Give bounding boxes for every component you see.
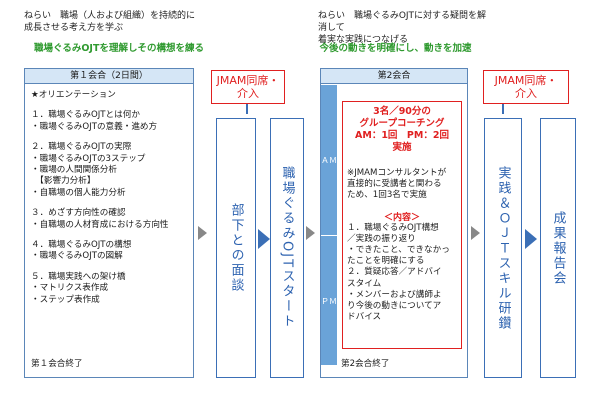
- left-item: [31, 133, 187, 142]
- coaching-title-1: 3名／90分の: [373, 106, 431, 117]
- coaching-title-4: 実施: [392, 142, 412, 153]
- coaching-title-3: AM：1回 PM：2回: [355, 130, 449, 141]
- left-item: １．職場ぐるみOJTとは何か: [31, 110, 140, 121]
- left-session-panel: 第１会合（2日間） ★オリエンテーション １．職場ぐるみOJTとは何か・職場ぐるみ…: [24, 68, 194, 378]
- triangle-arrow-icon: [306, 226, 315, 240]
- pm-label: ＰＭ: [321, 235, 337, 365]
- vbox-jissen: 実践＆ＯＪＴスキル研鑽: [484, 118, 522, 378]
- left-item: ★オリエンテーション: [31, 90, 116, 100]
- vbox-buka-text: 部下との面談: [228, 203, 244, 293]
- content-line: ・できたこと、できなかっ: [347, 245, 450, 256]
- center-end-label: 第2会合終了: [341, 359, 390, 369]
- jmam-box-1-line2: 介入: [237, 87, 259, 100]
- note-line: 直接的に受講者と関わる: [347, 179, 442, 190]
- left-item: ４．職場ぐるみOJTの構想: [31, 240, 132, 251]
- content-line: スタイム: [347, 278, 382, 289]
- jmam-box-2-line2: 介入: [515, 87, 537, 100]
- center-green-banner: 今後の動きを明確にし、動きを加速: [319, 43, 472, 54]
- content-line: ２．質疑応答／アドバイ: [347, 267, 442, 278]
- right-arrow-icon: [258, 229, 270, 249]
- am-label: ＡＭ: [321, 85, 337, 235]
- left-item: ・自職場の人材育成における方向性: [31, 219, 169, 230]
- center-panel-title: 第2会合: [321, 69, 467, 84]
- jmam-box-1: JMAM同席・ 介入: [211, 70, 285, 104]
- left-item: ・職場ぐるみOJTの3ステップ: [31, 153, 146, 164]
- content-line: ・メンバーおよび講師よ: [347, 289, 442, 300]
- note-line: ため、1回3名で実施: [347, 190, 427, 201]
- vbox-ojt-start-text: 職場ぐるみOJTスタート: [279, 166, 295, 330]
- center-aim-line2: 着実な実践につなげる: [318, 35, 409, 45]
- center-session-panel: 第2会合 ＡＭ ＰＭ 3名／90分の グループコーチング AM：1回 PM：2回…: [320, 68, 468, 378]
- left-item: ・職場の人間関係分析: [31, 165, 117, 176]
- triangle-arrow-icon: [198, 226, 207, 240]
- center-aim-line1: ねらい 職場ぐるみOJTに対する疑問を解消して: [318, 11, 487, 33]
- content-line: たことを明確にする: [347, 256, 425, 267]
- left-item: ・職場ぐるみOJTの意義・進め方: [31, 121, 158, 132]
- jmam-box-2: JMAM同席・ 介入: [483, 70, 569, 104]
- left-item: ３．めざす方向性の確認: [31, 208, 126, 219]
- coaching-content: １．職場ぐるみOJT構想／実践の振り返り・できたこと、できなかったことを明確にす…: [343, 223, 461, 324]
- left-aim: ねらい 職場（人および組織）を持続的に 成長させる考え方を学ぶ: [24, 10, 214, 34]
- left-item: [31, 263, 187, 272]
- down-arrow-icon: [502, 104, 504, 114]
- left-green-banner: 職場ぐるみOJTを理解しその構想を練る: [34, 43, 204, 54]
- left-item: ５．職場実践への架け橋: [31, 271, 126, 282]
- content-heading: ＜内容＞: [383, 212, 420, 223]
- left-item: ２．職場ぐるみOJTの実際: [31, 142, 132, 153]
- left-panel-title: 第１会合（2日間）: [25, 69, 193, 84]
- content-line: １．職場ぐるみOJT構想: [347, 222, 439, 233]
- left-item: [31, 199, 187, 208]
- right-arrow-icon: [525, 229, 537, 249]
- content-line: ドバイス: [347, 312, 382, 323]
- vbox-jissen-text: 実践＆ＯＪＴスキル研鑽: [495, 165, 511, 331]
- left-end-label: 第１会合終了: [31, 359, 83, 369]
- jmam-box-1-line1: JMAM同席・: [216, 74, 280, 87]
- left-item: ・職場ぐるみOJTの図解: [31, 251, 123, 262]
- content-line: ／実践の振り返り: [347, 233, 416, 244]
- vbox-buka-mendan: 部下との面談: [216, 118, 256, 378]
- left-item: [31, 231, 187, 240]
- left-aim-line2: 成長させる考え方を学ぶ: [24, 23, 124, 33]
- coaching-box: 3名／90分の グループコーチング AM：1回 PM：2回 実施 ※JMAMコン…: [342, 101, 462, 349]
- center-aim: ねらい 職場ぐるみOJTに対する疑問を解消して 着実な実践につなげる: [318, 10, 488, 46]
- left-item: ・マトリクス表作成: [31, 283, 109, 294]
- triangle-arrow-icon: [471, 226, 480, 240]
- coaching-note: ※JMAMコンサルタントが直接的に受講者と関わるため、1回3名で実施: [343, 168, 461, 202]
- vbox-seika: 成果報告会: [540, 118, 576, 378]
- vbox-seika-text: 成果報告会: [550, 210, 566, 286]
- note-line: ※JMAMコンサルタントが: [347, 168, 447, 178]
- left-panel-items: ★オリエンテーション １．職場ぐるみOJTとは何か・職場ぐるみOJTの意義・進め方…: [25, 84, 193, 312]
- content-line: り今後の動きについてア: [347, 301, 442, 312]
- jmam-box-2-line1: JMAM同席・: [494, 74, 558, 87]
- left-item: ・自職場の個人能力分析: [31, 187, 126, 198]
- coaching-title-2: グループコーチング: [359, 118, 445, 129]
- left-aim-line1: ねらい 職場（人および組織）を持続的に: [24, 11, 196, 21]
- left-item: ・ステップ表作成: [31, 294, 100, 305]
- left-item: 【影響力分析】: [31, 176, 96, 187]
- vbox-ojt-start: 職場ぐるみOJTスタート: [270, 118, 304, 378]
- down-arrow-icon: [246, 104, 248, 114]
